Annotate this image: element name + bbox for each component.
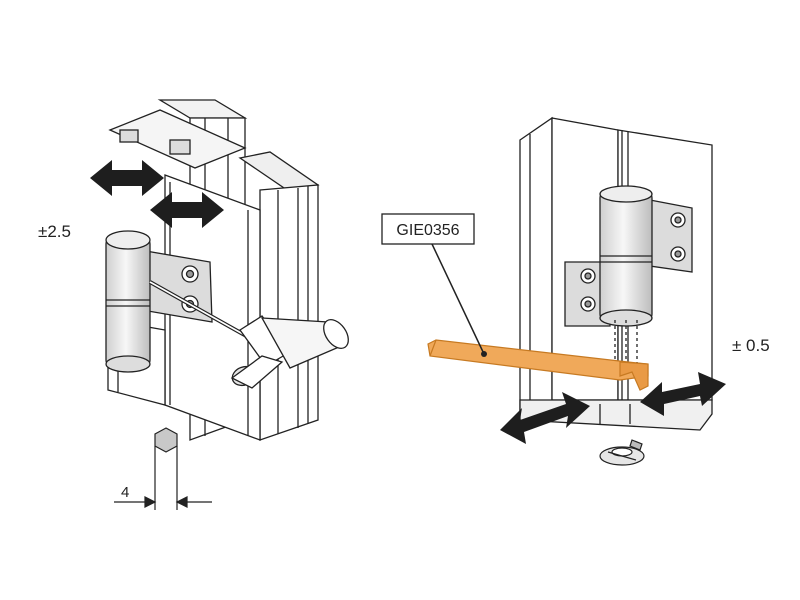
tool-code-label: GIE0356: [396, 222, 459, 239]
adjustment-screw: [599, 439, 645, 466]
right-tolerance-label: ± 0.5: [732, 336, 770, 355]
double-arrow-icon: [90, 160, 224, 228]
right-hinge-plate-upper: [649, 199, 693, 273]
hex-key-icon: [154, 427, 178, 510]
right-hinge-barrel: [599, 185, 653, 378]
hex-size-label: 4: [121, 484, 129, 501]
left-hinge-barrel: [105, 230, 151, 373]
screwdriver-icon: [149, 280, 349, 389]
tool-code-callout: GIE0356: [381, 213, 487, 357]
adjustment-tool: [427, 339, 649, 391]
left-tolerance-label: ±2.5: [38, 222, 71, 241]
right-hinge-plate-lower: [564, 261, 611, 327]
double-arrow-icon: [500, 372, 726, 444]
hex-width-dimension: [114, 496, 212, 508]
